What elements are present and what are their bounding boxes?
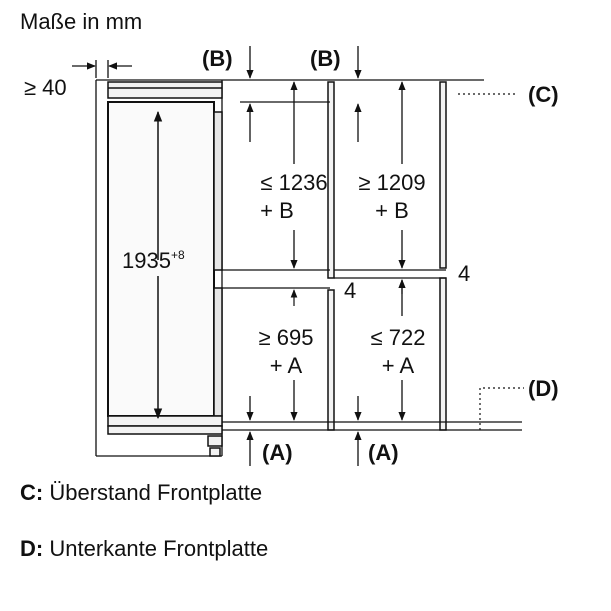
upper-right-line1: ≥ 1209 [358,170,425,195]
d-label: (D) [528,376,559,401]
legend-c: C: Überstand Frontplatte [20,480,262,506]
b-label-left: (B) [202,46,233,71]
c-label: (C) [528,82,559,107]
lower-right-line1: ≤ 722 [371,325,426,350]
c-d-leaders [458,93,524,430]
legend-c-key: C: [20,480,44,505]
upper-left-line2: + B [260,198,294,223]
b-label-right: (B) [310,46,341,71]
upper-right-line2: + B [375,198,409,223]
units-title: Maße in mm [20,9,142,34]
upper-left-line1: ≤ 1236 [260,170,327,195]
a-label-right: (A) [368,440,399,465]
a-dimension-arrows [246,396,362,466]
a-label-left: (A) [262,440,293,465]
min-40-label: ≥ 40 [24,75,67,100]
gap-right-label: 4 [458,261,470,286]
min-40-dimension [72,60,132,78]
upper-dimension-arrows [290,81,406,269]
lower-right-line2: + A [382,353,415,378]
reference-lines [222,79,522,431]
legend-c-text: Überstand Frontplatte [49,480,263,505]
b-dimension-arrows [246,46,362,142]
legend-d: D: Unterkante Frontplatte [20,536,268,562]
appliance-body [107,81,223,457]
gap-left-label: 4 [344,278,356,303]
height-main-value: 1935+8 [122,248,185,273]
legend-d-key: D: [20,536,44,561]
lower-dimension-arrows [290,279,406,421]
lower-left-line2: + A [270,353,303,378]
legend-d-text: Unterkante Frontplatte [49,536,269,561]
lower-left-line1: ≥ 695 [259,325,314,350]
